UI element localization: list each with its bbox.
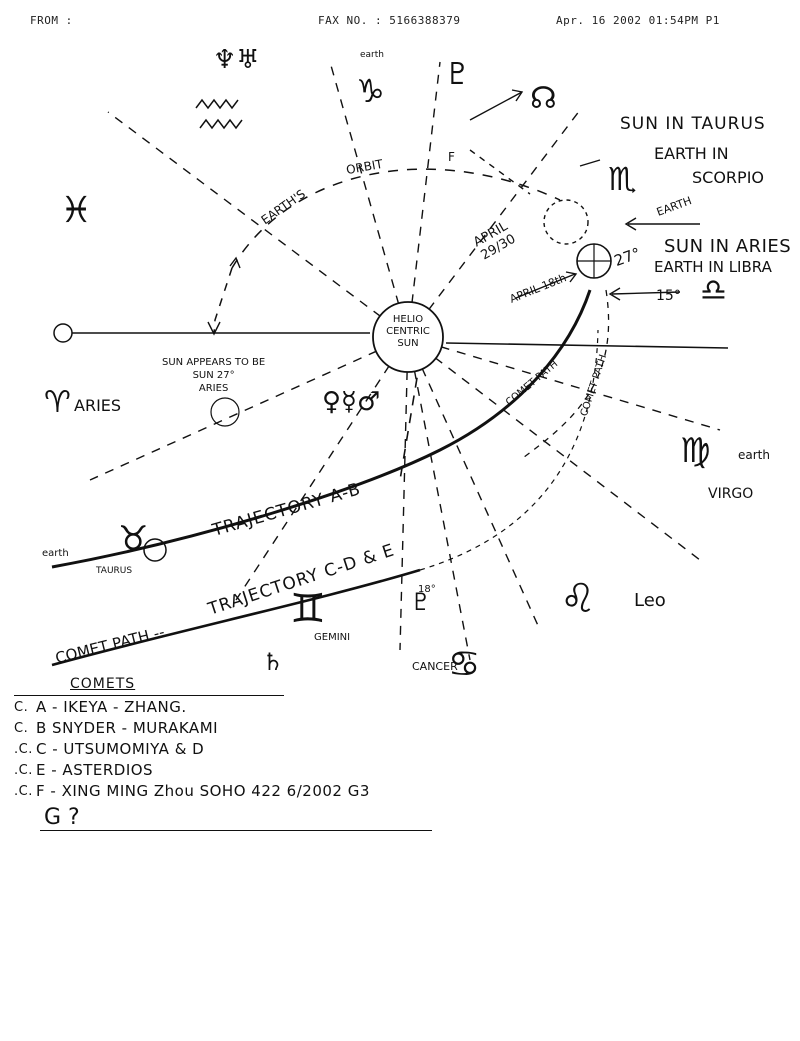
libra-glyph: ♎ [700,273,727,308]
comet-mark: .C. [14,784,33,799]
capricorn-glyph: ♑ [356,72,385,110]
f-label: F [448,150,455,164]
pluto-glyph: ♇ [444,57,471,92]
fax-date: Apr. 16 2002 01:54PM P1 [556,14,720,27]
sun-position-circle [210,397,240,427]
comets-top-rule [14,695,284,696]
sun-in-aries-label: SUN IN ARIES [664,236,792,257]
sun-appears-label: SUN APPEARS TO BE SUN 27° ARIES [162,357,266,394]
comet-text: A - IKEYA - ZHANG. [36,698,187,716]
comet-mark: C. [14,721,29,736]
earth-in-label: EARTH IN [654,144,729,163]
comet-mark: .C. [14,742,33,757]
comets-bottom-rule [40,830,432,831]
comet-text: B SNYDER - MURAKAMI [36,719,219,737]
comet-row-e: .C. E - ASTERDIOS [14,761,444,782]
taurus-circle [143,538,167,562]
comets-heading: COMETS [70,676,136,692]
earth-dashed-circle [543,199,589,245]
earth-taurus-label: earth [42,548,69,559]
earth-orbit-arc [231,168,561,269]
comet-text: E - ASTERDIOS [36,761,154,779]
aries-glyph: ♈ [44,385,71,420]
gemini-label: GEMINI [314,632,351,643]
comet-mark: C. [14,700,29,715]
comets-legend: COMETS C. A - IKEYA - ZHANG. C. B SNYDER… [14,676,444,831]
neptune-uranus-glyphs: ♆♅ [213,45,260,75]
earth-virgo-label: earth [738,448,770,462]
trajectory-cde-line [51,568,421,667]
aries-label: ARIES [74,396,122,415]
orbit-drop [213,267,233,335]
cancer-glyph: ♋ [448,644,480,685]
earth-top-label: earth [360,50,384,60]
virgo-label: VIRGO [708,486,754,502]
helio-sun-circle [372,301,444,373]
radial-lines [89,61,721,661]
scorpio-label: SCORPIO [692,168,764,187]
comet-g-line: G ? [44,805,80,830]
deg-18-label: 18° [418,584,436,595]
scorpio-glyph: ♏ [608,160,637,198]
earth-in-libra-label: EARTH IN LIBRA [654,258,772,276]
comet-row-a: C. A - IKEYA - ZHANG. [14,698,444,719]
comet-text: C - UTSUMOMIYA & D [36,740,205,758]
sun-in-taurus-label: SUN IN TAURUS [620,114,766,134]
axis-lines [72,332,729,481]
comet-row-f: .C. F - XING MING Zhou SOHO 422 6/2002 G… [14,782,444,803]
comet-path-right [419,329,599,571]
pluto-glyph-2: ♇ [410,588,432,616]
comet-row-c: .C. C - UTSUMOMIYA & D [14,740,444,761]
comet-mark: .C. [14,763,33,778]
leo-glyph: ♌ [560,576,596,622]
taurus-label: TAURUS [96,566,133,576]
aquarius-glyph [195,98,243,130]
fax-number: FAX NO. : 5166388379 [318,14,461,27]
deg-15-label: 15° [656,288,681,304]
helio-centric-sun-label: HELIO CENTRIC SUN [386,314,430,349]
saturn-glyph: ♄ [262,648,284,676]
gemini-glyph: ♊ [290,586,326,632]
fax-from: FROM : [30,14,73,27]
cancer-label: CANCER [412,660,458,673]
comet-text: F - XING MING Zhou SOHO 422 6/2002 G3 [36,782,370,800]
planet-glyphs: ♀☿♂ [322,387,380,417]
leo-label: Leo [634,590,666,611]
virgo-glyph: ♍ [680,431,710,471]
comet-row-b: C. B SNYDER - MURAKAMI [14,719,444,740]
trajectory-ab-line [51,289,592,569]
aries-point-circle [53,323,73,343]
taurus-glyph: ♉ [118,519,148,559]
pisces-glyph: ♓ [60,190,92,231]
arrows [207,89,700,336]
node-glyph: ☊ [530,81,557,116]
